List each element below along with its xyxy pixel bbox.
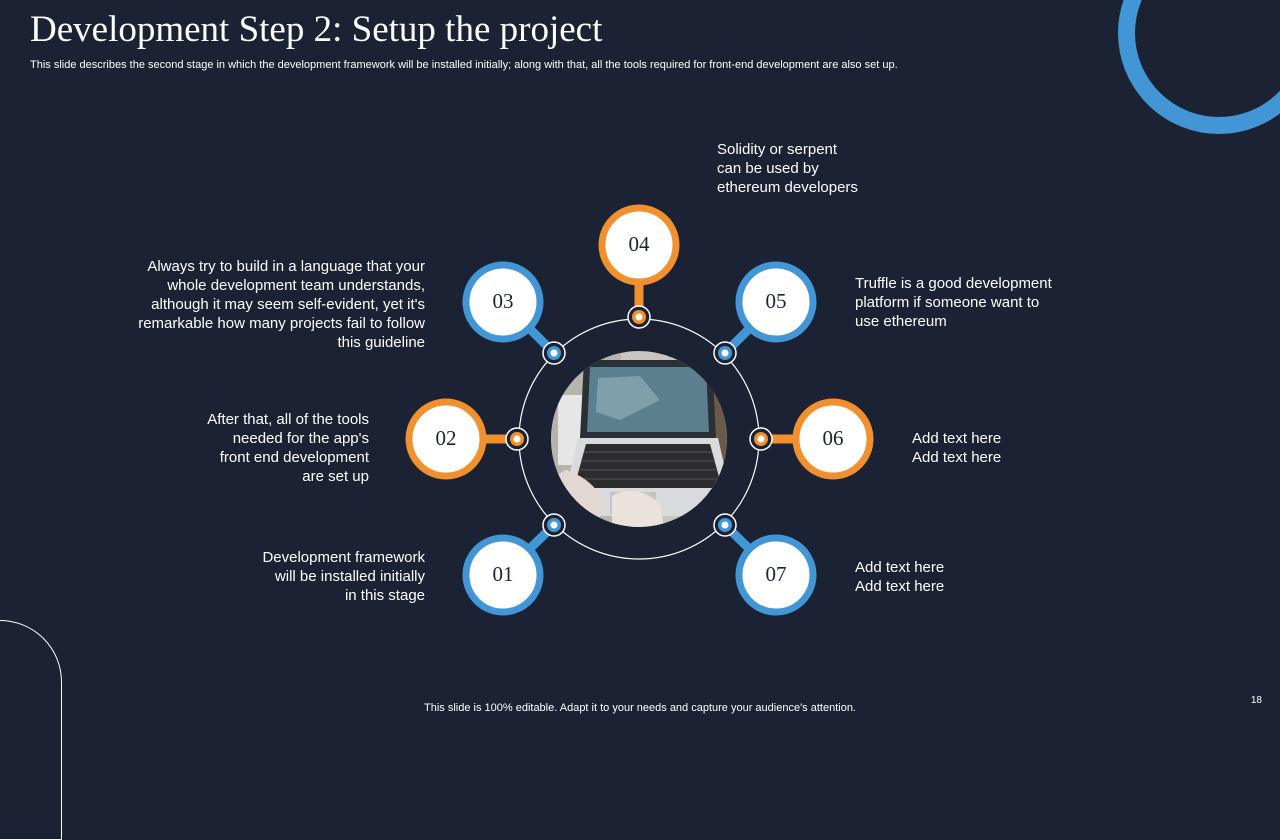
step-description-line: this guideline <box>337 334 425 351</box>
step-number-05: 05 <box>765 289 787 313</box>
orbit-dot-07 <box>713 513 737 537</box>
step-description-03: Always try to build in a language that y… <box>138 257 425 352</box>
page-subtitle: This slide describes the second stage in… <box>30 59 898 71</box>
page-number: 18 <box>1250 695 1262 706</box>
step-number-02: 02 <box>435 426 457 450</box>
step-node-06 <box>792 398 874 480</box>
step-description-line: are set up <box>302 468 369 485</box>
orbit-dot-03 <box>542 341 566 365</box>
step-number-04: 04 <box>628 232 650 256</box>
step-description-01: Development framework will be installed i… <box>262 548 425 605</box>
step-node-05 <box>735 261 817 343</box>
step-description-line: whole development team understands, <box>167 277 425 294</box>
step-number-06: 06 <box>822 426 844 450</box>
step-description-line: Solidity or serpent <box>717 141 838 158</box>
step-description-line: Always try to build in a language that y… <box>147 258 425 275</box>
step-description-line: Add text here <box>855 578 945 595</box>
step-description-line: although it may seem self-evident, yet i… <box>151 296 425 313</box>
step-description-line: After that, all of the tools <box>207 411 369 428</box>
step-diagram <box>405 204 874 616</box>
step-description-line: use ethereum <box>855 313 947 330</box>
step-description-line: Add text here <box>912 430 1002 447</box>
step-description-line: platform if someone want to <box>855 294 1040 311</box>
step-description-line: will be installed initially <box>274 568 425 585</box>
step-description-line: needed for the app's <box>232 430 369 447</box>
orbit-dot-06 <box>749 427 773 451</box>
step-description-line: Add text here <box>912 449 1002 466</box>
step-number-03: 03 <box>492 289 514 313</box>
step-description-line: remarkable how many projects fail to fol… <box>138 315 425 332</box>
footer-note: This slide is 100% editable. Adapt it to… <box>424 702 856 714</box>
step-description-line: in this stage <box>344 587 425 604</box>
step-number-01: 01 <box>492 562 514 586</box>
step-description-04: Solidity or serpent can be used by ethereu… <box>717 140 858 197</box>
step-node-03 <box>462 261 544 343</box>
orbit-dot-04 <box>627 305 651 329</box>
center-photo <box>551 351 727 527</box>
orbit-dot-01 <box>542 513 566 537</box>
orbit-dot-02 <box>505 427 529 451</box>
step-number-07: 07 <box>765 562 787 586</box>
step-node-02 <box>405 398 487 480</box>
page-title: Development Step 2: Setup the project <box>30 9 603 50</box>
orbit-dot-05 <box>713 341 737 365</box>
step-description-line: Development framework <box>262 549 425 566</box>
step-node-04 <box>598 204 680 286</box>
step-description-line: can be used by <box>717 160 819 177</box>
step-description-line: ethereum developers <box>717 179 858 196</box>
step-node-07 <box>735 534 817 616</box>
step-description-02: After that, all of the tools needed for t… <box>207 410 369 486</box>
step-description-line: Add text here <box>855 559 945 576</box>
step-description-05: Truffle is a good development platform if… <box>855 274 1052 331</box>
step-description-line: front end development <box>219 449 369 466</box>
step-node-01 <box>462 534 544 616</box>
step-description-line: Truffle is a good development <box>855 275 1052 292</box>
